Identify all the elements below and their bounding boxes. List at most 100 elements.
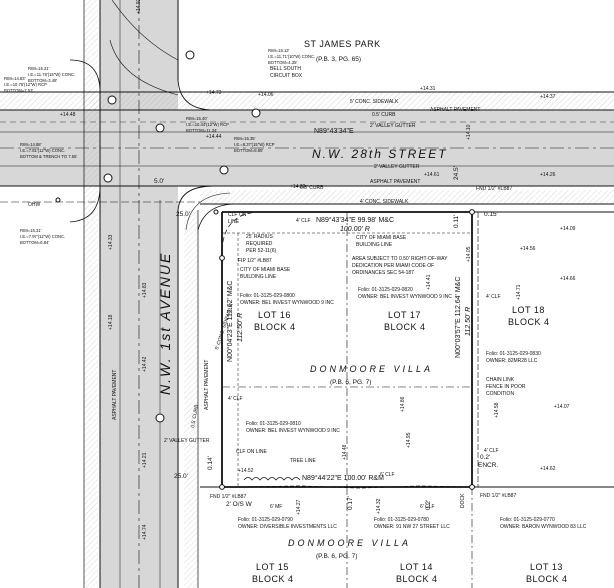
spot-elevation: +14.33	[108, 234, 114, 250]
utility-annotation: BOTTOM=4.35'	[268, 60, 297, 65]
dim-5: 5.0'	[154, 178, 164, 185]
bellsouth-label-2: CIRCUIT BOX	[270, 73, 303, 79]
lot14-label: LOT 14	[400, 562, 433, 572]
westmost-sidewalk-band	[84, 0, 98, 588]
clf-4-b: 4' CLF	[486, 294, 501, 300]
fnd-bottom-right: FND 1/2" #LB87	[480, 493, 516, 499]
west-sidewalk-band	[184, 210, 198, 588]
monument-se	[469, 484, 475, 490]
folio-0770-owner: OWNER: BARON WYNWOOD 83 LLC	[500, 524, 587, 530]
lot16-block: BLOCK 4	[254, 322, 296, 332]
spot-elevation: +14.42	[142, 356, 148, 372]
lot18-block: BLOCK 4	[508, 317, 550, 327]
radius-note-2: REQUIRED	[246, 241, 273, 247]
bldg-line-top-1: CITY OF MIAMI BASE	[356, 235, 407, 241]
sidewalk-south: 4' CONC. SIDEWALK	[360, 199, 409, 205]
folio-0780: Folio: 01-3125-029-0780	[374, 517, 429, 523]
folio-0790-owner: OWNER: DIVERSIBLE INVESTMENTS LLC	[238, 524, 337, 530]
folio-0780-owner: OWNER: 91 NW 27 STREET LLC	[374, 524, 450, 530]
mf-6: 6' MF	[270, 504, 282, 510]
utility-annotation: BOTTOM=7.53'	[4, 88, 33, 93]
clf-6-b: 6' CLF	[420, 504, 435, 510]
dim-25-top: 25.0'	[176, 211, 190, 218]
asphalt-west-2: ASPHALT PAVEMENT	[204, 360, 210, 410]
row-dedication-3: ORDINANCES SEC 54-187	[352, 270, 414, 276]
bldg-line-top-2: BUILDING LINE	[356, 242, 393, 248]
spot-elevation: +14.22	[290, 184, 306, 190]
curb-north: 0.5' CURB	[372, 112, 396, 118]
asphalt-south: ASPHALT PAVEMENT	[370, 179, 420, 185]
spot-elevation: +14.06	[258, 92, 274, 98]
spot-elevation: +14.62	[540, 466, 556, 472]
folio-0830-owner: OWNER: 82MR28 LLC	[486, 358, 538, 364]
dim-0-11: 0.11'	[453, 215, 460, 228]
utility-annotation: I.E.=11.78'(15"W) CONC.	[28, 72, 75, 77]
spot-elevation: +14.09	[560, 226, 576, 232]
spot-elevation: +14.37	[540, 94, 556, 100]
lot17-label: LOT 17	[388, 310, 421, 320]
fip-west: FIP 1/2" #LB87	[238, 258, 272, 264]
folio-0820-owner: OWNER: BEL INVEST WYNWOOD 9 INC	[358, 294, 452, 300]
nw-1st-avenue-label: N.W. 1st AVENUE	[157, 252, 173, 395]
gutter-north: 2' VALLEY GUTTER	[370, 123, 416, 129]
row-dedication-2: DEDICATION PER MIAMI CODE OF	[352, 263, 434, 269]
folio-0820: Folio: 01-3125-029-0820	[358, 287, 413, 293]
manhole-2	[155, 123, 165, 133]
dim-25-bottom: 25.0'	[174, 473, 188, 480]
utility-annotation: BOTTOM & TRENCH TO 7.55'	[20, 154, 77, 159]
manhole-6	[219, 165, 229, 175]
spot-elevation: +14.86	[400, 396, 406, 412]
folio-0830: Folio: 01-3125-029-0830	[486, 351, 541, 357]
nw-28th-street-label: N.W. 28th STREET	[312, 147, 448, 161]
east-bearing: N00°03'57"E 112.64' M&C	[454, 277, 462, 358]
spot-elevation: +14.27	[296, 499, 302, 515]
utility-pole-2	[55, 197, 61, 203]
north-bearing: N89°43'34"E 99.98' M&C	[316, 216, 394, 224]
utility-annotation: BOTTOM=8.85'	[234, 148, 263, 153]
fnd-top: FND 1/2" #LB87	[476, 186, 512, 192]
spot-elevation: +14.52	[238, 468, 254, 474]
spot-elevation: +14.73	[206, 90, 222, 96]
manhole-5	[155, 413, 165, 423]
utility-annotation: I.E.=10.44'(12"W) RCP	[186, 122, 229, 127]
utility-annotation: I.E.=7.81'(12"W) CONC.	[20, 148, 65, 153]
tree-line-note: TREE LINE	[290, 458, 317, 464]
utility-annotation: RIM=15.13'	[268, 48, 290, 53]
chain-link-note-2: FENCE IN POOR	[486, 384, 526, 390]
north-sidewalk-band	[0, 92, 614, 110]
clf-on-line-note-3: LINE	[228, 219, 240, 225]
dim-0-2-encr: 0.2'	[480, 454, 490, 461]
utility-annotation: I.E.=7.97'(12"W) CONC.	[20, 234, 65, 239]
donmoore-villa-bottom-ref: (P.B. 6, PG. 7)	[316, 553, 357, 560]
chain-link-note-3: CONDITION	[486, 391, 514, 397]
folio-0810: Folio: 01-3125-029-0810	[246, 421, 301, 427]
dim-0-15: 0.15'	[484, 211, 498, 218]
spot-elevation: +14.74	[142, 524, 148, 540]
north-record: 100.00' R	[340, 226, 370, 233]
spot-elevation: +14.44	[206, 134, 222, 140]
sidewalk-north: 5' CONC. SIDEWALK	[350, 99, 399, 105]
folio-0800-owner: OWNER: BEL INVEST WYNWOOD 9 INC	[240, 300, 334, 306]
ohw-label: OHW	[28, 202, 41, 208]
spot-elevation: +14.61	[424, 172, 440, 178]
south-bearing: N89°44'22"E 100.00' R&M	[302, 474, 384, 482]
spot-elevation: +14.32	[376, 498, 382, 514]
folio-0790: Folio: 01-3125-029-0790	[238, 517, 293, 523]
curb-south: 0.5' CURB	[300, 185, 324, 191]
lot15-label: LOT 15	[256, 562, 289, 572]
clf-on-line-note-2: CLF ON	[228, 212, 247, 218]
manhole-4	[251, 108, 261, 118]
south-sidewalk-band	[200, 190, 614, 204]
utility-annotation: I.E.=11.71'(10"W) CONC.	[268, 54, 315, 59]
utility-labels: RIM=15.13'I.E.=11.71'(10"W) CONC.BOTTOM=…	[4, 48, 315, 245]
clf-4-d: 4' CLF	[484, 448, 499, 454]
donmoore-villa-center-name: DONMOORE VILLA	[310, 364, 433, 374]
monument-ne	[469, 209, 475, 215]
spot-elevation: +14.05	[466, 246, 472, 262]
utility-annotation: RIM=14.83'	[4, 76, 26, 81]
lot18-label: LOT 18	[512, 305, 545, 315]
monument-nw	[219, 255, 225, 261]
clf-4-c: 4' CLF	[228, 396, 243, 402]
lot13-label: LOT 13	[530, 562, 563, 572]
